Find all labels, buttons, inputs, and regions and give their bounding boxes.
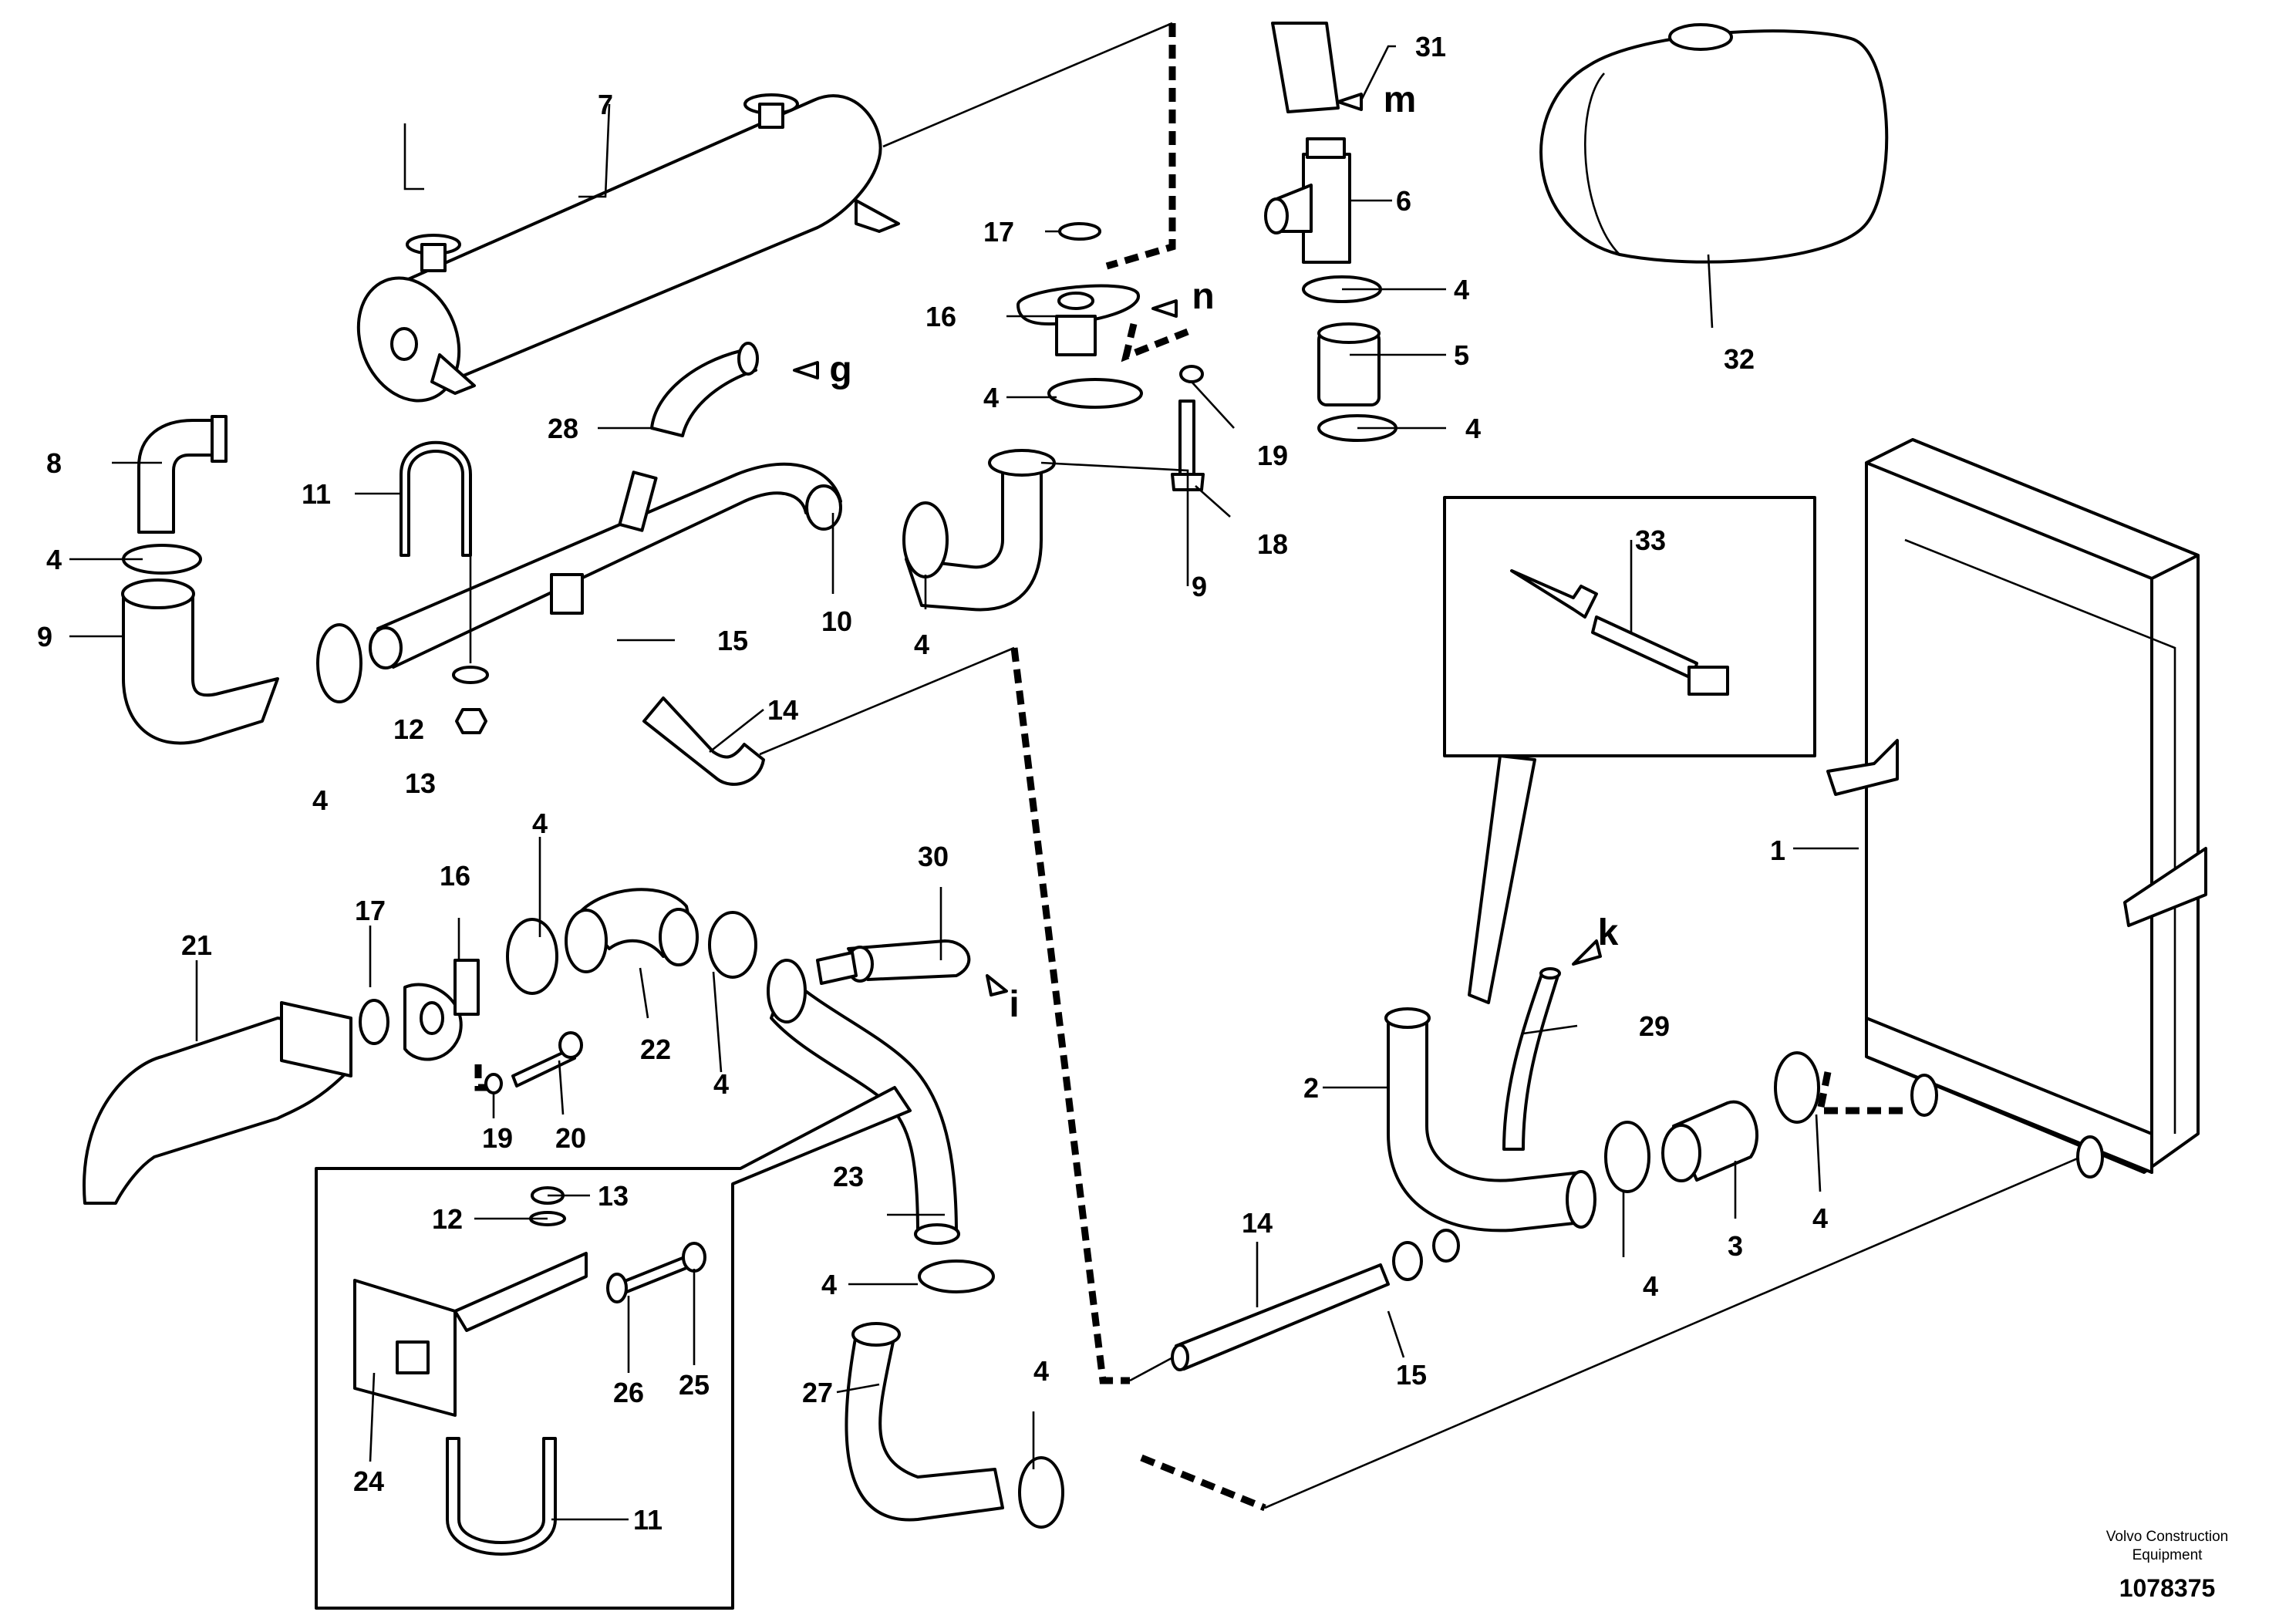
callout-8: 8: [46, 447, 62, 479]
leader-lines: [69, 45, 1859, 1521]
flow-marker-k: k: [1598, 912, 1619, 953]
upper-hose-31: [1271, 22, 1340, 113]
callout-14b: 14: [1242, 1207, 1273, 1239]
elbow-fitting: [137, 415, 228, 534]
callout-21: 21: [181, 929, 212, 961]
callout-4j: 4: [1033, 1355, 1049, 1387]
callout-18: 18: [1257, 528, 1288, 560]
callout-2: 2: [1303, 1072, 1319, 1104]
hose-29: [1502, 967, 1561, 1151]
callout-29: 29: [1639, 1010, 1670, 1042]
tee-fitting: [1264, 137, 1351, 264]
callout-9a: 9: [37, 621, 52, 653]
callout-4c: 4: [46, 544, 62, 575]
connection-lines: [474, 22, 2091, 1512]
callout-16b: 16: [440, 860, 470, 892]
elbow-22: [565, 888, 699, 973]
flow-marker-i: i: [1009, 984, 1019, 1025]
callout-32: 32: [1724, 343, 1755, 375]
sleeve-3: [1661, 1100, 1758, 1182]
callout-15a: 15: [717, 625, 748, 656]
callout-17a: 17: [983, 216, 1014, 248]
callout-31: 31: [1415, 31, 1446, 62]
callout-23: 23: [833, 1161, 864, 1192]
callout-4l: 4: [1812, 1202, 1828, 1234]
callout-12b: 12: [432, 1203, 463, 1235]
callout-1: 1: [1770, 835, 1785, 866]
flow-marker-m: m: [1384, 79, 1417, 120]
callout-27: 27: [802, 1377, 833, 1408]
callout-10: 10: [821, 605, 852, 637]
drawing-number: 1078375: [2119, 1574, 2216, 1602]
elbow-hose-left: [121, 578, 279, 745]
callout-24: 24: [353, 1465, 384, 1497]
callout-11a: 11: [302, 478, 331, 510]
callout-4d: 4: [312, 784, 328, 816]
callout-labels: 1 2 3 4 4 4 4 4 4 4 4 4 4 4 4 5 6 7 8 9 …: [37, 31, 1828, 1536]
brand-line-1: Volvo Construction: [2106, 1529, 2228, 1545]
small-hose-28: [618, 342, 759, 532]
callout-4f: 4: [983, 382, 999, 413]
callout-26: 26: [613, 1377, 644, 1408]
short-hose-14: [550, 573, 765, 786]
sensor-inset: [1443, 496, 1816, 1004]
bolt-20: [484, 1031, 583, 1094]
callout-14a: 14: [767, 694, 798, 726]
long-pipe: [369, 462, 842, 669]
bracket-inset: [315, 1086, 912, 1610]
callout-13b: 13: [598, 1180, 629, 1212]
flow-arrows: [793, 93, 1602, 996]
expansion-tank: [1539, 23, 1889, 264]
callout-6: 6: [1396, 185, 1411, 217]
callout-17b: 17: [355, 895, 386, 926]
hose-14-lower: [1171, 1229, 1460, 1371]
callout-25: 25: [679, 1369, 710, 1401]
callout-11b: 11: [633, 1504, 663, 1536]
callout-33: 33: [1635, 524, 1666, 556]
outlet-pipe-2: [1384, 1007, 1596, 1233]
hose-sleeve-5: [1317, 322, 1381, 406]
flange-lower: [359, 959, 480, 1061]
callout-16a: 16: [925, 301, 956, 332]
callout-19b: 19: [482, 1122, 513, 1154]
callout-15b: 15: [1396, 1359, 1427, 1391]
flow-marker-g: g: [829, 349, 851, 390]
hose-27: [845, 1322, 1004, 1522]
callout-4a: 4: [1454, 274, 1469, 305]
washer-nut-top: [452, 666, 489, 734]
u-bolt-top: [400, 440, 472, 557]
hose-30: [816, 939, 971, 985]
footer: Volvo Construction Equipment 1078375: [2106, 1529, 2228, 1602]
callout-12a: 12: [393, 713, 424, 745]
flange-top: [1017, 222, 1140, 356]
callout-19a: 19: [1257, 440, 1288, 471]
callout-22: 22: [640, 1034, 671, 1065]
oil-cooler: [356, 93, 900, 403]
hose-clamps: [122, 275, 1820, 1529]
hose-23: [767, 959, 960, 1245]
radiator: [1826, 438, 2207, 1179]
callout-4i: 4: [821, 1269, 837, 1300]
flow-marker-labels: g i k m n: [829, 79, 1618, 1025]
callout-13a: 13: [405, 767, 436, 799]
flow-marker-n: n: [1192, 276, 1214, 317]
callout-3: 3: [1728, 1230, 1743, 1262]
callout-9b: 9: [1192, 571, 1207, 602]
callout-20: 20: [555, 1122, 586, 1154]
callout-30: 30: [918, 841, 949, 872]
callout-7: 7: [598, 89, 613, 120]
callout-4k: 4: [1643, 1270, 1658, 1302]
engine-block: [83, 1001, 352, 1205]
callout-4g: 4: [532, 808, 548, 839]
brand-line-2: Equipment: [2132, 1547, 2203, 1563]
callout-28: 28: [548, 413, 578, 444]
callout-4h: 4: [713, 1068, 729, 1100]
callout-5: 5: [1454, 339, 1469, 371]
callout-4b: 4: [1465, 413, 1481, 444]
callout-4e: 4: [914, 629, 929, 660]
